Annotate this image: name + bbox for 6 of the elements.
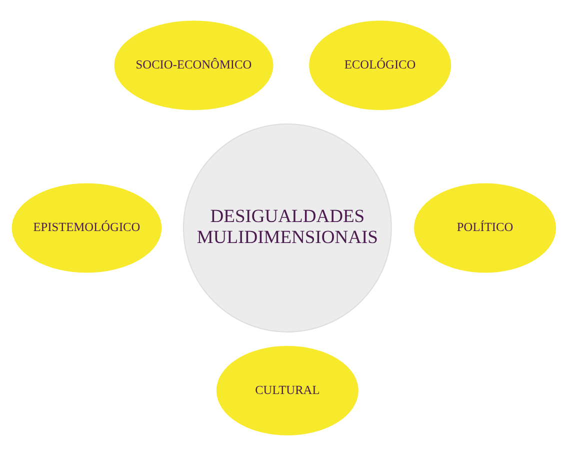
node-ellipse: SOCIO-ECONÔMICO xyxy=(114,20,274,110)
node-ellipse: POLÍTICO xyxy=(414,182,556,272)
node-ellipse: CULTURAL xyxy=(216,345,358,435)
node-circle: DESIGUALDADES MULIDIMENSIONAIS xyxy=(182,123,392,332)
node-ellipse: ECOLÓGICO xyxy=(309,20,452,110)
node-ellipse: EPISTEMOLÓGICO xyxy=(12,182,162,272)
